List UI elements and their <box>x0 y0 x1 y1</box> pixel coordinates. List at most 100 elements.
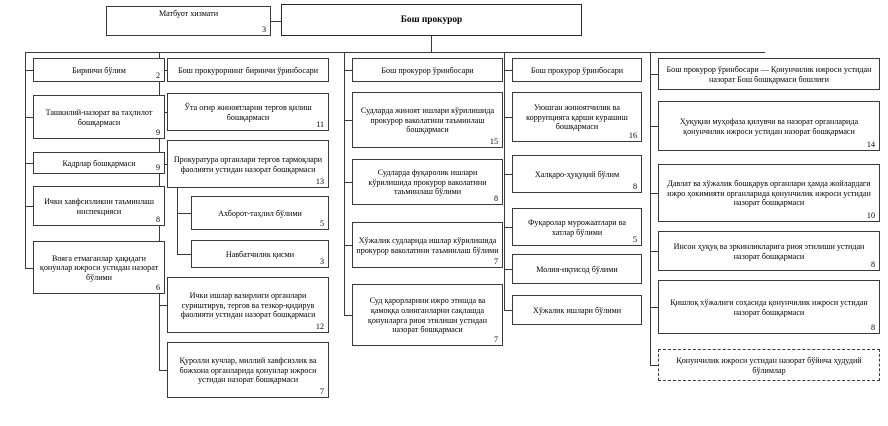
column-5-box-4-label: Қишлоқ хўжалиги соҳасида қонунчилик ижро… <box>670 297 868 317</box>
column-1-box-0-label: Биринчи бўлим <box>72 65 126 75</box>
column-1-box-0-count: 2 <box>155 71 160 81</box>
column-2-box-4-label: Навбатчилик қисми <box>225 249 295 259</box>
column-4-box-0: Бош прокурор ўринбосари <box>512 58 642 82</box>
column-2-box-6: Қуролли кучлар, миллий хавфсизлик ва бож… <box>167 342 329 398</box>
column-3-box-2-label: Судларда фуқаролик ишлари кўрилишида про… <box>368 168 487 197</box>
column-4-stub-4 <box>504 269 512 270</box>
press-to-title-link <box>271 21 281 22</box>
column-1-stub-2 <box>25 163 33 164</box>
column-1-trunk <box>25 52 26 268</box>
column-5-box-5-label: Қонунчилик ижроси устидан назорат бўйича… <box>676 355 862 375</box>
column-1-box-2: Кадрлар бошқармаси 9 <box>33 152 165 174</box>
column-1-box-1-count: 9 <box>155 128 160 138</box>
press-service-box-label: Матбуот хизмати <box>158 9 219 18</box>
column-3-box-3-label: Хўжалик судларида ишлар кўрилишида проку… <box>356 235 499 255</box>
column-1-box-2-count: 9 <box>155 163 160 173</box>
column-1-stub-1 <box>25 117 33 118</box>
column-3-box-3-count: 7 <box>493 257 498 267</box>
column-5-box-0-label: Бош прокурор ўринбосари — Қонунчилик ижр… <box>666 64 872 84</box>
column-2-box-5-label: Ички ишлар вазирлиги органлари суриштиру… <box>180 291 316 320</box>
column-4-box-5-label: Хўжалик ишлари бўлими <box>532 305 622 315</box>
column-2-box-1: Ўта оғир жиноятларни тергов қилиш бошқар… <box>167 93 329 131</box>
column-2-box-2-count: 13 <box>315 177 324 187</box>
column-2-substub-3 <box>177 213 191 214</box>
column-1-box-4-label: Вояга етмаганлар ҳақидаги қонунлар ижрос… <box>39 253 159 282</box>
column-2-stub-5 <box>159 305 167 306</box>
column-2-box-1-label: Ўта оғир жиноятларни тергов қилиш бошқар… <box>184 102 312 122</box>
column-3-box-1: Судларда жиноят ишлари кўрилишида прокур… <box>352 92 503 148</box>
column-5-stub-4 <box>650 307 658 308</box>
column-2-box-4-count: 3 <box>319 257 324 267</box>
column-1-box-3-count: 8 <box>155 215 160 225</box>
column-5-box-3-label: Инсон ҳуқуқ ва эркинликларига риоя этили… <box>673 241 865 261</box>
column-3-box-0: Бош прокурор ўринбосари <box>352 58 503 82</box>
column-4-box-1: Уюшган жиноятчилик ва коррупцияга қарши … <box>512 92 642 142</box>
column-4-box-0-label: Бош прокурор ўринбосари <box>530 65 624 75</box>
column-1-box-0: Биринчи бўлим 2 <box>33 58 165 82</box>
column-5-trunk <box>650 52 651 365</box>
column-1-box-4-count: 6 <box>155 283 160 293</box>
main-bus <box>25 52 765 53</box>
column-3-stub-0 <box>344 70 352 71</box>
column-2-box-2-label: Прокуратура органлари тергов тармоқлари … <box>173 154 323 174</box>
column-3-box-4-count: 7 <box>493 335 498 345</box>
press-service-box-count: 3 <box>261 25 266 35</box>
column-5-box-4-count: 8 <box>870 323 875 333</box>
column-3-box-0-label: Бош прокурор ўринбосари <box>381 65 474 75</box>
column-5-box-1-count: 14 <box>866 140 875 150</box>
column-4-box-4: Молия-иқтисод бўлими <box>512 254 642 284</box>
column-2-stub-6 <box>159 370 167 371</box>
column-4-box-3-count: 5 <box>632 235 637 245</box>
column-2-box-2: Прокуратура органлари тергов тармоқлари … <box>167 140 329 188</box>
column-5-box-1: Ҳуқуқни муҳофаза қилувчи ва назорат орга… <box>658 101 880 151</box>
main-title-box-label: Бош прокурор <box>400 14 463 25</box>
column-2-substub-4 <box>177 254 191 255</box>
column-2-box-5: Ички ишлар вазирлиги органлари суриштиру… <box>167 277 329 333</box>
column-2-box-3-count: 5 <box>319 219 324 229</box>
column-3-box-2: Судларда фуқаролик ишлари кўрилишида про… <box>352 159 503 205</box>
column-5-box-5: Қонунчилик ижроси устидан назорат бўйича… <box>658 349 880 381</box>
column-5-box-0: Бош прокурор ўринбосари — Қонунчилик ижр… <box>658 58 880 90</box>
column-2-box-3-label: Ахборот-таҳлил бўлими <box>218 208 302 218</box>
column-2-box-1-count: 11 <box>316 120 324 130</box>
column-3-box-1-label: Судларда жиноят ишлари кўрилишида прокур… <box>360 106 495 135</box>
column-3-stub-3 <box>344 245 352 246</box>
column-1-box-2-label: Кадрлар бошқармаси <box>62 158 136 168</box>
column-5-stub-5 <box>650 365 658 366</box>
column-4-box-5: Хўжалик ишлари бўлими <box>512 295 642 325</box>
column-5-stub-2 <box>650 193 658 194</box>
column-3-stub-4 <box>344 315 352 316</box>
column-5-box-4: Қишлоқ хўжалиги соҳасида қонунчилик ижро… <box>658 280 880 334</box>
column-4-stub-0 <box>504 70 512 71</box>
column-2-box-5-count: 12 <box>315 322 324 332</box>
column-2-box-3: Ахборот-таҳлил бўлими 5 <box>191 196 329 230</box>
column-2-inner-trunk <box>177 178 178 254</box>
column-5-box-2-count: 10 <box>866 211 875 221</box>
column-4-box-2-count: 8 <box>632 182 637 192</box>
column-3-box-2-count: 8 <box>493 194 498 204</box>
column-4-box-1-label: Уюшган жиноятчилик ва коррупцияга қарши … <box>526 103 628 132</box>
column-5-box-2: Давлат ва хўжалик бошқарув органлари ҳам… <box>658 164 880 222</box>
column-5-stub-1 <box>650 126 658 127</box>
column-3-trunk <box>344 52 345 315</box>
column-5-box-2-label: Давлат ва хўжалик бошқарув органлари ҳам… <box>667 179 871 208</box>
column-4-box-1-count: 16 <box>628 131 637 141</box>
column-5-box-1-label: Ҳуқуқни муҳофаза қилувчи ва назорат орга… <box>679 116 859 136</box>
title-drop <box>431 36 432 52</box>
column-4-box-4-label: Молия-иқтисод бўлими <box>536 264 618 274</box>
column-2-box-6-count: 7 <box>319 387 324 397</box>
press-service-box: Матбуот хизмати 3 <box>106 6 271 36</box>
column-4-trunk <box>504 52 505 310</box>
column-1-stub-4 <box>25 268 33 269</box>
main-title-box: Бош прокурор <box>281 4 582 36</box>
column-3-stub-2 <box>344 182 352 183</box>
column-1-box-4: Вояга етмаганлар ҳақидаги қонунлар ижрос… <box>33 241 165 294</box>
column-4-stub-2 <box>504 174 512 175</box>
column-2-box-4: Навбатчилик қисми 3 <box>191 240 329 268</box>
column-3-box-3: Хўжалик судларида ишлар кўрилишида проку… <box>352 222 503 268</box>
